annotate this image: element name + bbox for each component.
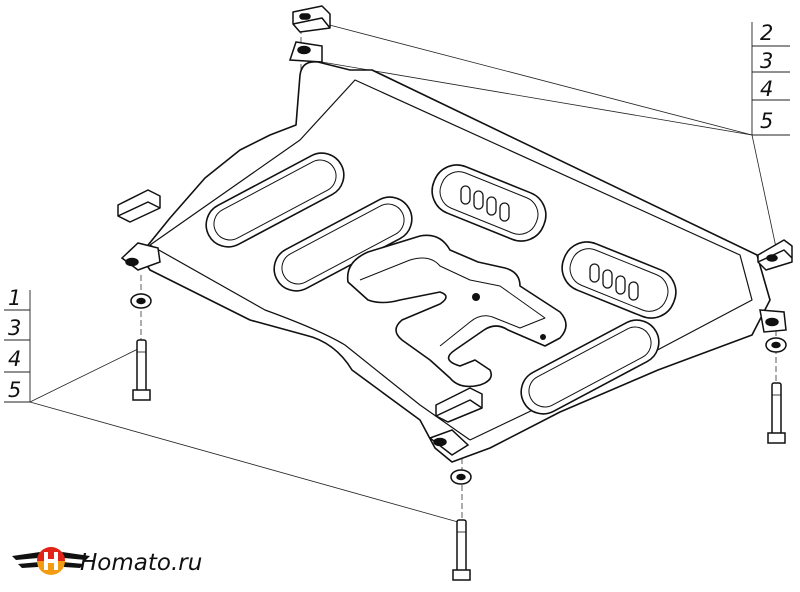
callout-right-2: 4: [760, 77, 773, 101]
callout-right-1: 3: [760, 49, 773, 73]
mounting-brackets: [117, 5, 793, 423]
callout-right-3: 5: [760, 109, 773, 133]
callout-stack-left: 1 3 4 5: [4, 286, 31, 403]
vent-slots: [460, 185, 639, 301]
pocket-2-inner: [281, 203, 405, 285]
bolts: [132, 339, 786, 581]
pocket-4-inner: [528, 326, 652, 408]
washer-right: [765, 337, 787, 353]
washer-bottom: [450, 469, 472, 485]
skid-plate: [139, 60, 771, 463]
callout-left-1: 3: [8, 316, 21, 340]
callout-left-0: 1: [8, 286, 21, 310]
washers: [130, 293, 787, 485]
bolt-right: [767, 382, 786, 444]
bracket-right: [757, 239, 793, 271]
callout-left-3: 5: [8, 378, 21, 402]
callout-stack-right: 2 3 4 5: [751, 21, 790, 136]
brand-logo: Homato.ru: [12, 547, 202, 576]
bracket-top: [292, 5, 331, 33]
plate-front-lip: [149, 244, 471, 441]
washer-left: [130, 293, 152, 309]
mounting-tabs: [120, 41, 787, 456]
callout-left-2: 4: [8, 347, 21, 371]
winged-h-logo-icon: [12, 547, 90, 575]
pocket-1-inner: [213, 159, 337, 241]
bracket-bottom: [435, 387, 483, 423]
brand-name: Homato.ru: [80, 550, 202, 576]
pocket-serpentine-inner: [359, 257, 546, 347]
callout-right-0: 2: [760, 21, 773, 45]
bracket-left: [117, 189, 161, 223]
plate-holes: [154, 255, 546, 340]
bolt-bottom: [452, 519, 471, 581]
bolt-left: [132, 339, 151, 401]
pocket-serpentine: [346, 234, 567, 388]
